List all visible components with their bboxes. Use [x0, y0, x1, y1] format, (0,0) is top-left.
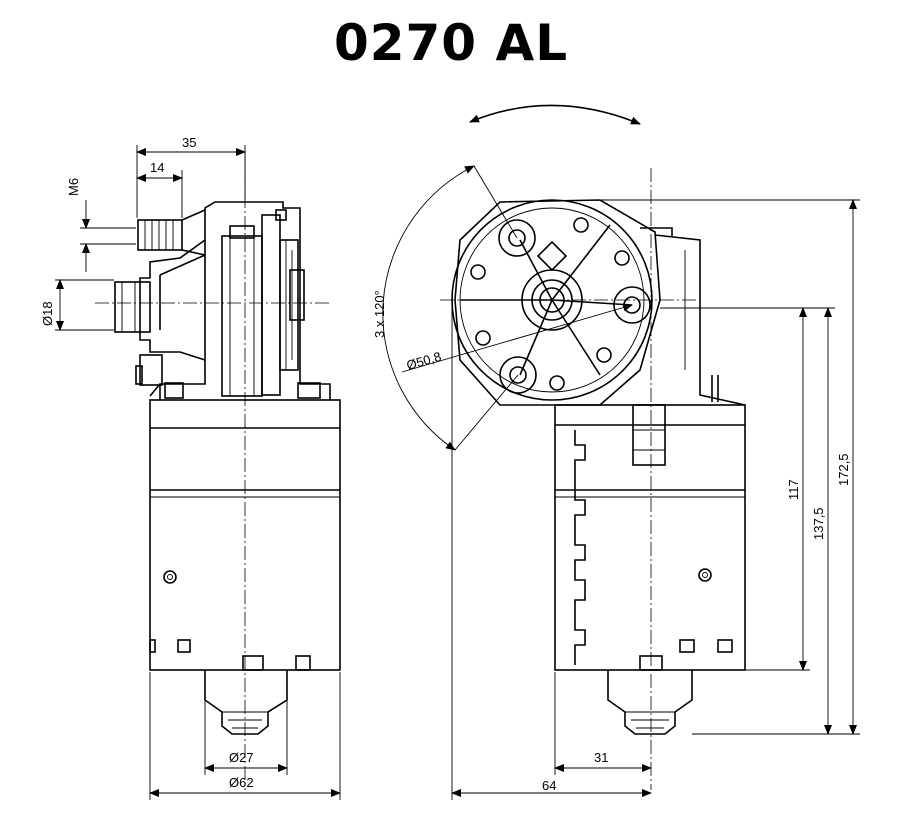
drawing-title: 0270 AL: [333, 14, 569, 72]
dim-d62: Ø62: [229, 775, 254, 790]
front-view-dimensions: 117 137,5 172,5 31 64: [451, 199, 860, 800]
side-view: [95, 150, 341, 790]
dim-117: 117: [786, 479, 801, 500]
dim-m6: M6: [66, 178, 81, 196]
side-view-dimensions: 35 14 M6 Ø18 Ø27 Ø62: [40, 135, 341, 800]
dim-d27: Ø27: [229, 750, 254, 765]
logo-emblem: [536, 240, 568, 272]
dim-d18: Ø18: [40, 301, 55, 326]
dim-35: 35: [182, 135, 196, 150]
motor-housing-front: [554, 404, 746, 671]
dim-137-5: 137,5: [811, 507, 826, 540]
dim-d50-8: Ø50,8: [405, 349, 443, 373]
dim-31: 31: [594, 750, 608, 765]
front-view: 3 x 120° Ø50,8: [372, 104, 746, 790]
dim-14: 14: [150, 160, 164, 175]
dim-64: 64: [542, 778, 556, 793]
rotation-arrow-icon: [469, 104, 641, 125]
dim-172-5: 172,5: [836, 453, 851, 486]
dim-angle: 3 x 120°: [372, 290, 387, 338]
